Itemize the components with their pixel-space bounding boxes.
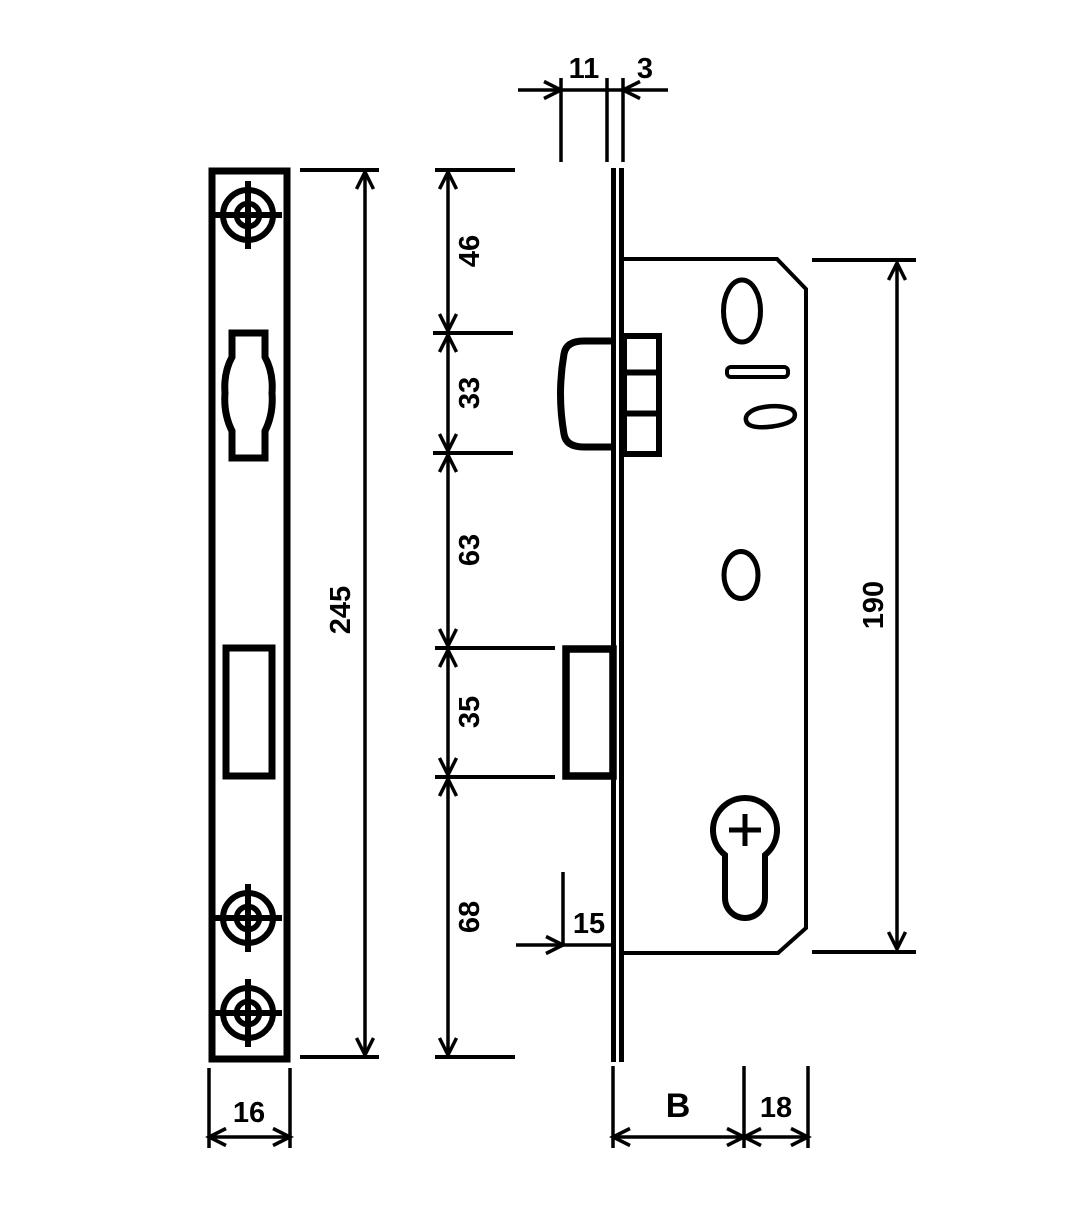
spindle-hole — [721, 549, 761, 601]
dimension-label: B — [666, 1087, 691, 1125]
top-oval-slot — [721, 277, 763, 345]
dim-vertical-chain: 46 33 63 35 68 — [433, 168, 555, 1059]
dimension-label: 190 — [858, 581, 890, 629]
screw-hole-crosshair-bottom1-icon — [214, 884, 282, 952]
dimension-label: 15 — [573, 908, 605, 940]
dimension-label: 33 — [454, 377, 486, 409]
screw-hole-crosshair-bottom2-icon — [214, 979, 282, 1047]
faceplate-front-view — [208, 167, 291, 1063]
latch-bolt-tail — [621, 333, 662, 457]
latch-cutout — [221, 329, 276, 462]
dimension-label: 18 — [760, 1092, 792, 1124]
dim-plate-height: 245 — [300, 168, 379, 1059]
dimension-label: 3 — [637, 53, 653, 85]
cylinder-cross-icon — [729, 814, 761, 846]
dimension-label: 35 — [454, 696, 486, 728]
lock-body-outline — [624, 257, 808, 955]
dim-plate-width: 16 — [205, 1068, 294, 1148]
dim-backset: B 18 — [609, 1066, 812, 1148]
dimension-label: 16 — [233, 1097, 265, 1129]
dimension-label: 63 — [454, 534, 486, 566]
deadbolt-cutout — [222, 644, 276, 780]
dimension-label: 245 — [325, 586, 357, 634]
latch-bolt-head — [557, 337, 613, 451]
lock-side-view — [557, 168, 808, 1062]
flat-slot — [725, 365, 790, 379]
dim-latch-projection: 11 3 — [518, 53, 668, 162]
dim-deadbolt-offset: 15 — [516, 872, 612, 956]
dim-body-height: 190 — [812, 258, 916, 954]
screw-hole-crosshair-top-icon — [214, 181, 282, 249]
dimension-label: 68 — [454, 901, 486, 933]
dimension-label: 11 — [569, 53, 600, 85]
dimension-label: 46 — [454, 235, 486, 267]
curved-slot — [743, 403, 798, 430]
deadbolt — [562, 645, 617, 780]
